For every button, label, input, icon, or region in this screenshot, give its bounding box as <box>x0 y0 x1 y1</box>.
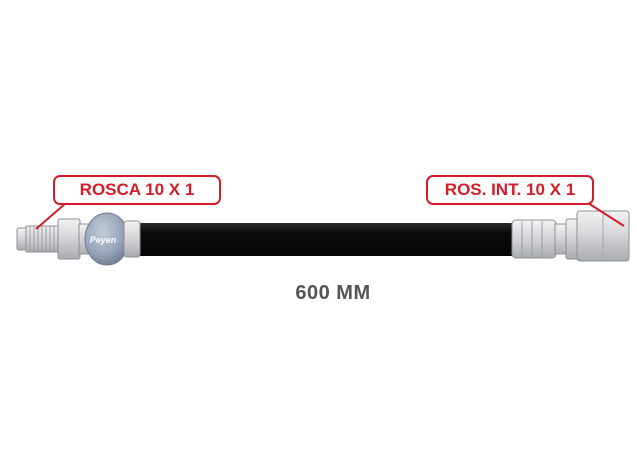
hose-length-label: 600 MM <box>295 282 371 304</box>
left-thread-shank <box>25 225 61 253</box>
left-callout-leader <box>35 202 67 230</box>
left-thread-ridges <box>29 226 55 252</box>
right-crimp-sleeve <box>511 219 557 259</box>
left-thread-callout: ROSCA 10 X 1 <box>53 175 221 205</box>
right-thread-callout: ROS. INT. 10 X 1 <box>426 175 594 205</box>
left-hex-nut <box>57 218 81 260</box>
right-female-fitting <box>511 210 630 262</box>
left-crimp-sleeve <box>123 220 141 258</box>
right-collar <box>565 218 579 260</box>
hose-body <box>138 223 518 256</box>
right-neck <box>554 223 568 255</box>
left-male-fitting <box>16 218 90 260</box>
right-callout-leader <box>587 202 625 227</box>
left-ball-fitting: Peyen <box>84 212 141 266</box>
right-crimp-ridges <box>521 221 543 257</box>
brand-logo: Peyen <box>90 235 117 245</box>
